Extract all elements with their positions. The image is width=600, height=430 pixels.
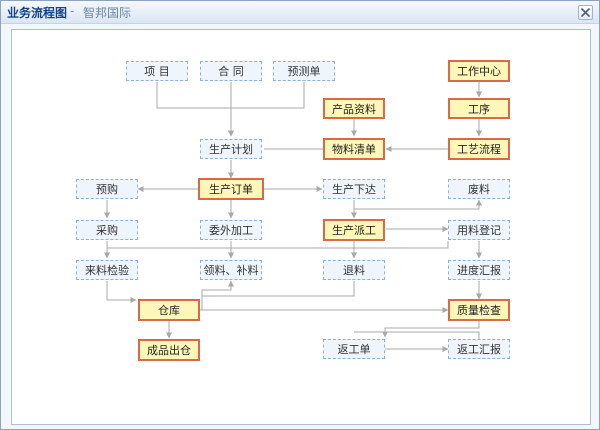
node-product-info[interactable]: 产品资料: [323, 98, 385, 119]
node-purchase[interactable]: 采购: [76, 220, 138, 240]
node-incoming-inspection[interactable]: 来料检验: [76, 260, 138, 280]
close-icon: [581, 8, 590, 17]
node-production-plan[interactable]: 生产计划: [200, 139, 262, 159]
node-quality-inspection[interactable]: 质量检查: [448, 299, 510, 321]
node-production-order[interactable]: 生产订单: [198, 178, 264, 200]
node-material-return[interactable]: 退料: [323, 260, 385, 280]
node-production-dispatch[interactable]: 生产派工: [323, 219, 385, 241]
node-outsourcing[interactable]: 委外加工: [200, 220, 262, 240]
node-rework-report[interactable]: 返工汇报: [448, 339, 510, 359]
node-work-center[interactable]: 工作中心: [448, 60, 510, 82]
node-contract[interactable]: 合 同: [200, 61, 262, 81]
node-material-requisition[interactable]: 领料、补料: [200, 260, 262, 280]
node-budget[interactable]: 预测单: [273, 61, 335, 81]
node-process-flow[interactable]: 工艺流程: [448, 138, 510, 160]
node-project[interactable]: 项 目: [126, 61, 188, 81]
node-production-issue[interactable]: 生产下达: [323, 179, 385, 199]
window-title: 业务流程图: [7, 6, 68, 20]
node-bom[interactable]: 物料清单: [323, 138, 385, 160]
close-button[interactable]: [578, 5, 593, 20]
window-subtitle: 智邦国际: [83, 6, 132, 20]
node-pre-purchase[interactable]: 预购: [76, 179, 138, 199]
node-rework-order[interactable]: 返工单: [323, 339, 385, 359]
connector-lines: [104, 82, 482, 352]
node-process[interactable]: 工序: [448, 98, 510, 119]
node-scrap[interactable]: 废料: [448, 179, 510, 199]
node-progress-report[interactable]: 进度汇报: [448, 260, 510, 280]
flowchart-canvas: 项 目 合 同 预测单 工作中心 产品资料 工序 生产计划 物料清单 工艺流程 …: [11, 29, 591, 425]
title-bar: 业务流程图 - 智邦国际: [1, 1, 599, 24]
node-material-usage[interactable]: 用料登记: [448, 220, 510, 240]
title-separator: -: [70, 4, 75, 18]
node-warehouse[interactable]: 仓库: [138, 299, 200, 321]
node-finished-goods-out[interactable]: 成品出仓: [138, 339, 200, 361]
